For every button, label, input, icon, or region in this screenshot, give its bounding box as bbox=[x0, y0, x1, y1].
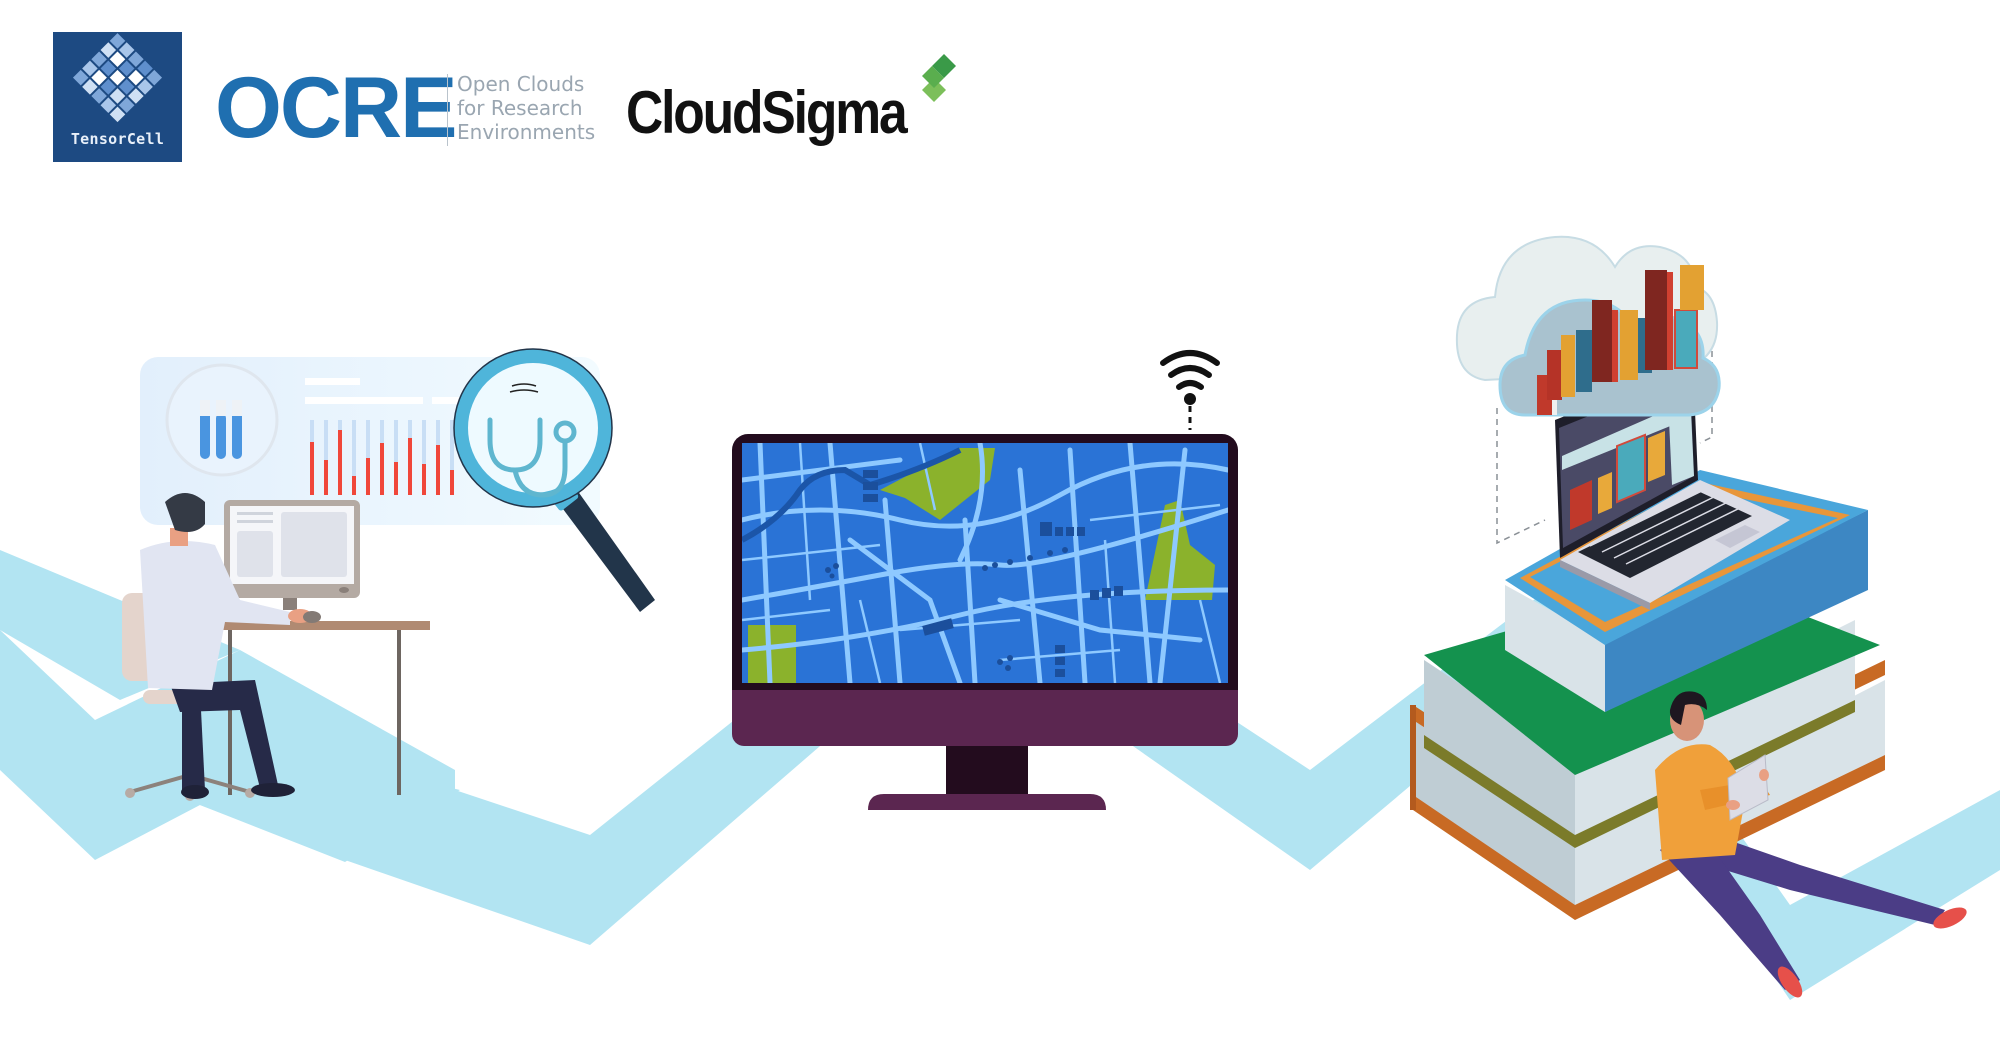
ocre-divider bbox=[447, 74, 448, 146]
stethoscope-icon bbox=[487, 417, 577, 498]
tensorcell-logo: TensorCell bbox=[53, 32, 182, 162]
magnifying-glass-icon bbox=[453, 348, 655, 612]
cloudsigma-s-icon bbox=[912, 44, 956, 102]
tensorcell-wordmark: TensorCell bbox=[70, 130, 165, 148]
wifi-signal-icon bbox=[1160, 350, 1220, 430]
cloudsigma-wordmark: CloudSigma bbox=[626, 79, 908, 146]
dashboard-bar-chart bbox=[310, 420, 454, 495]
office-desk bbox=[212, 621, 430, 795]
ocre-wordmark: OCRE bbox=[215, 60, 457, 156]
cloudsigma-logo: CloudSigma bbox=[622, 40, 972, 150]
monitor-stand-neck bbox=[946, 746, 1028, 794]
ocre-logo: OCRE Open Clouds for Research Environmen… bbox=[215, 60, 596, 156]
researcher-person bbox=[122, 493, 321, 801]
desktop-computer bbox=[224, 500, 360, 610]
city-map-screen bbox=[742, 443, 1228, 683]
test-tubes-icon bbox=[200, 400, 242, 459]
monitor-stand-base bbox=[868, 794, 1106, 810]
cloud-library-icon bbox=[1455, 235, 1721, 417]
reading-person bbox=[1655, 691, 1967, 998]
laptop-keyboard bbox=[1578, 492, 1752, 578]
tensorcell-diamond-icon bbox=[72, 33, 163, 123]
dashed-connector-lines bbox=[1496, 340, 1713, 545]
ocre-tagline: Open Clouds for Research Environments bbox=[457, 72, 596, 144]
